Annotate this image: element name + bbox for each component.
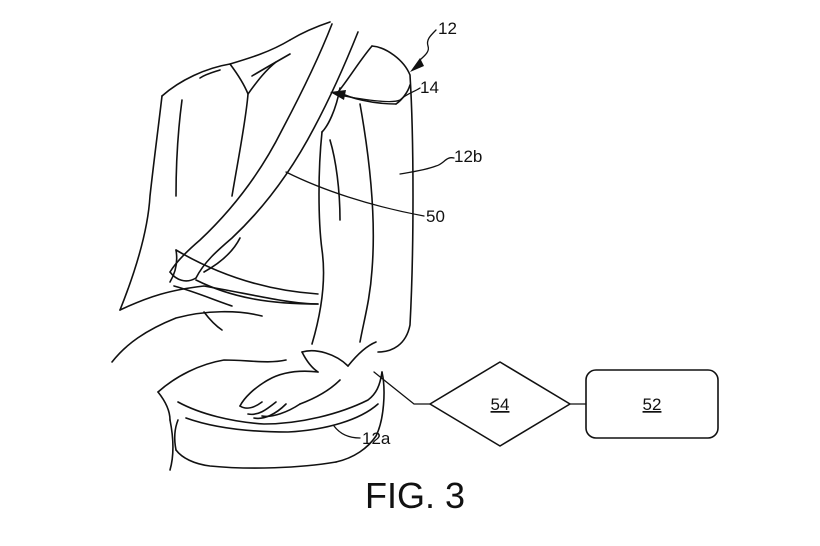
label-belt: 50 <box>426 207 445 226</box>
occupant-hand <box>239 370 341 420</box>
seat-back <box>337 45 414 353</box>
occupant-arm <box>301 103 377 373</box>
label-cushion: 12a <box>362 429 391 448</box>
label-seat: 12 <box>438 19 457 38</box>
figure-caption: FIG. 3 <box>365 475 465 516</box>
controller-block <box>585 369 719 439</box>
occupant-torso <box>119 39 319 311</box>
label-sensor: 14 <box>420 78 439 97</box>
occupant-legs <box>111 310 287 471</box>
decision-block-label: 54 <box>491 395 510 414</box>
reference-annotations: 12 14 12b 50 12a <box>285 19 482 448</box>
controller-block-label: 52 <box>643 395 662 414</box>
label-seatback: 12b <box>454 147 482 166</box>
control-blocks: 54 52 <box>373 361 719 447</box>
signal-wire <box>373 371 431 405</box>
seat-cushion <box>173 371 385 469</box>
seat-belt <box>169 21 359 305</box>
